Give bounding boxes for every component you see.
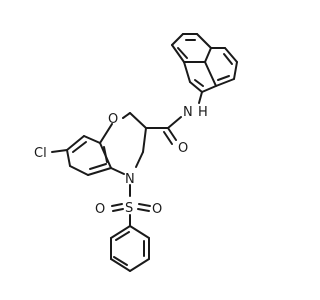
bond bbox=[129, 258, 150, 272]
bond bbox=[135, 151, 144, 168]
bond bbox=[51, 149, 68, 153]
structure-canvas: N H O O N Cl S O O bbox=[34, 33, 238, 272]
atom-labels: N H O O N Cl S O O bbox=[34, 105, 208, 217]
bond bbox=[122, 112, 131, 119]
bond bbox=[129, 225, 150, 239]
bond bbox=[138, 203, 151, 207]
bond bbox=[72, 141, 87, 153]
bond bbox=[99, 123, 113, 144]
bond bbox=[129, 112, 147, 129]
bond bbox=[171, 44, 185, 63]
bond bbox=[69, 165, 89, 176]
bond bbox=[204, 47, 212, 63]
bond bbox=[113, 256, 128, 266]
bond bbox=[103, 146, 108, 163]
amide-hydrogen-label: H bbox=[198, 105, 208, 120]
bond bbox=[111, 203, 123, 207]
bond bbox=[183, 61, 191, 83]
bond bbox=[167, 116, 182, 129]
bond bbox=[115, 231, 130, 241]
bond bbox=[83, 135, 101, 144]
bond bbox=[142, 127, 147, 153]
bond bbox=[177, 47, 188, 59]
bond bbox=[223, 53, 233, 65]
carbonyl-oxygen-label: O bbox=[178, 141, 188, 156]
bonds bbox=[51, 33, 238, 272]
bond bbox=[204, 61, 217, 87]
bond bbox=[198, 91, 203, 104]
bond bbox=[110, 167, 125, 175]
chlorine-label: Cl bbox=[34, 146, 47, 161]
bond bbox=[66, 135, 85, 151]
bond bbox=[233, 61, 238, 80]
bond bbox=[110, 225, 131, 239]
bond bbox=[163, 131, 173, 145]
bond bbox=[112, 208, 124, 212]
bond bbox=[137, 208, 150, 212]
ring-nitrogen-label: N bbox=[125, 172, 135, 187]
bond bbox=[189, 81, 203, 93]
bond bbox=[66, 149, 71, 167]
bond bbox=[171, 33, 184, 46]
bond bbox=[87, 167, 112, 176]
bond bbox=[215, 78, 235, 87]
bond bbox=[89, 163, 107, 170]
bond bbox=[196, 33, 212, 49]
bond bbox=[217, 75, 230, 81]
sulfonyl-oxygen-right-label: O bbox=[152, 202, 162, 217]
amide-nitrogen-label: N bbox=[183, 105, 193, 120]
bond bbox=[110, 258, 131, 272]
molecule-structure: N H O O N Cl S O O bbox=[34, 33, 238, 272]
bond bbox=[167, 127, 177, 141]
bond bbox=[194, 79, 204, 87]
sulfur-label: S bbox=[125, 201, 133, 216]
bond bbox=[201, 85, 217, 93]
bond bbox=[224, 47, 238, 63]
sulfonyl-oxygen-left-label: O bbox=[95, 202, 105, 217]
ring-oxygen-label: O bbox=[108, 112, 118, 127]
